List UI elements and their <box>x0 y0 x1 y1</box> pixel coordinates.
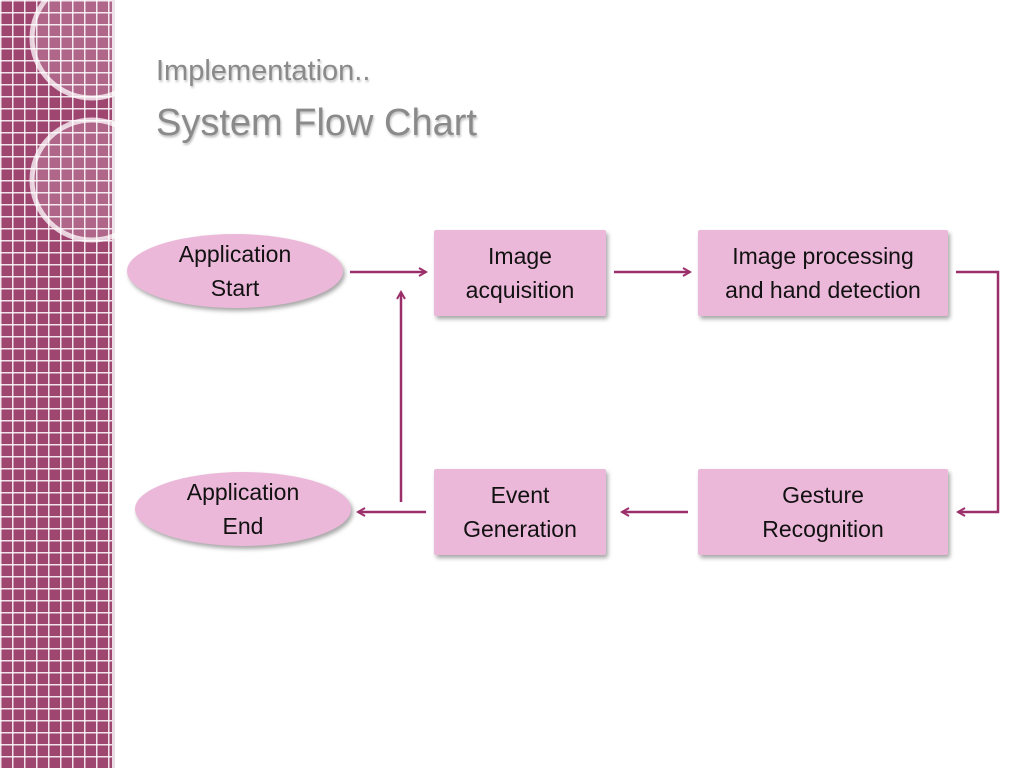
node-application-end: Application End <box>135 472 351 546</box>
node-application-start-label: Application Start <box>178 241 292 301</box>
node-event-generation-label: Event Generation <box>463 482 577 542</box>
node-gesture-recognition-label: Gesture Recognition <box>762 482 884 542</box>
node-image-processing-label: Image processing and hand detection <box>725 243 921 303</box>
node-image-acquisition: Image acquisition <box>434 230 606 316</box>
slide-title-line1: Implementation.. <box>156 55 371 87</box>
side-panel-edge <box>112 0 115 768</box>
node-image-processing: Image processing and hand detection <box>698 230 948 316</box>
decorative-side-panel <box>0 0 112 768</box>
node-gesture-recognition: Gesture Recognition <box>698 469 948 555</box>
decorative-circles <box>29 0 120 243</box>
node-application-start: Application Start <box>127 234 343 308</box>
node-image-acquisition-label: Image acquisition <box>465 243 575 303</box>
node-application-end-label: Application End <box>186 479 300 539</box>
edge-processing-to-recognition <box>956 270 1000 512</box>
node-event-generation: Event Generation <box>434 469 606 555</box>
slide-title-line2: System Flow Chart <box>156 102 477 144</box>
